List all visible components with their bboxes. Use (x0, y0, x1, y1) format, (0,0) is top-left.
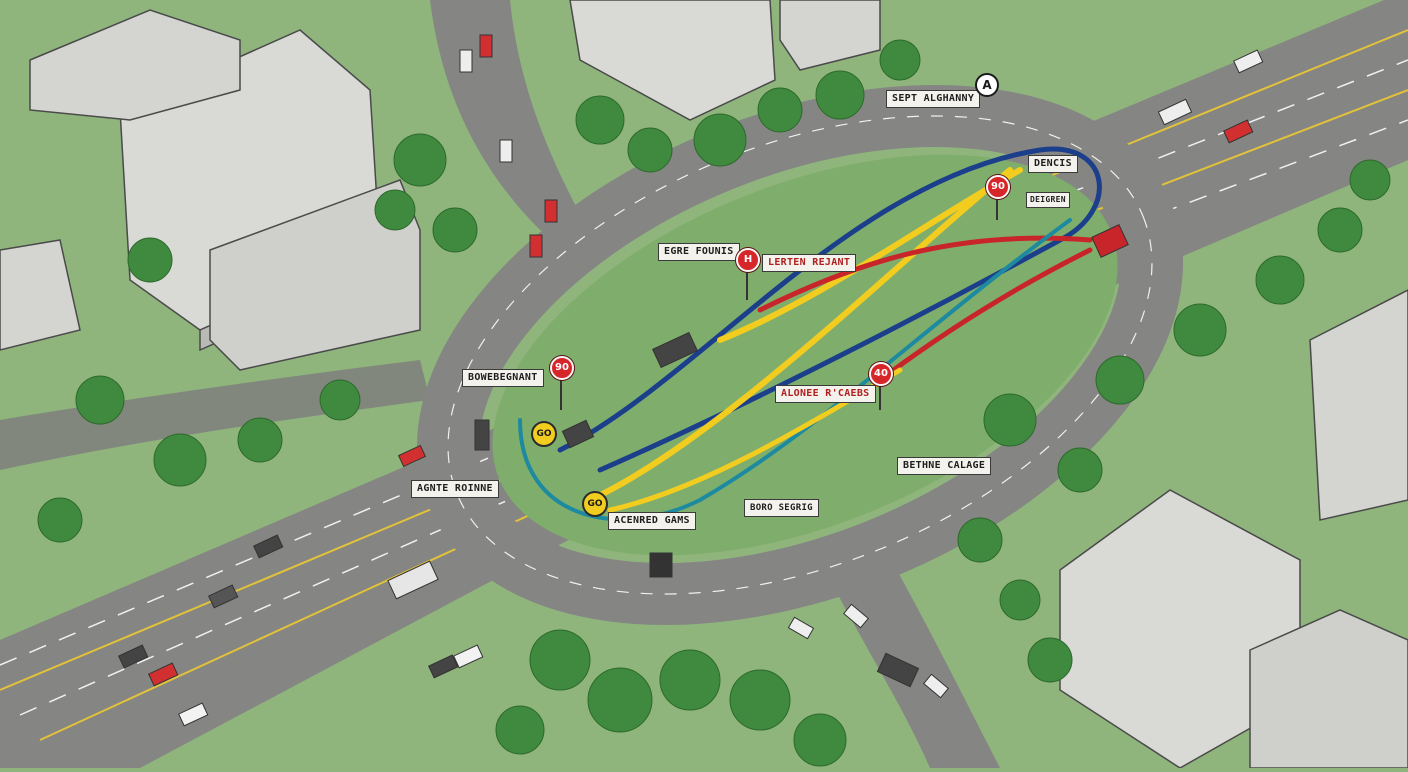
speed-limit-sign-top: 90 (986, 175, 1010, 199)
building-edge-right (1309, 289, 1408, 521)
a-marker-sign: A (975, 73, 999, 97)
label-right-top-1: DENCIS (1028, 155, 1078, 173)
building-small-left (0, 239, 81, 351)
sign-posts (560, 197, 998, 410)
road-west (0, 360, 430, 470)
vehicles (118, 34, 1264, 727)
label-left-mid: BOWEBEGNANT (462, 369, 544, 387)
tree-clusters (37, 39, 1391, 767)
building-block-topleft (29, 9, 241, 121)
road-southeast (820, 540, 1000, 768)
route-blue (557, 146, 1102, 473)
speed-limit-sign-left: 90 (550, 356, 574, 380)
yield-sign-lower: GO (582, 491, 608, 517)
label-right-top-2: DEIGREN (1026, 192, 1070, 208)
speed-limit-sign-right: 40 (869, 362, 893, 386)
label-left-low: AGNTE ROINNE (411, 480, 499, 498)
route-teal (518, 218, 1072, 522)
building-top-right (779, 0, 881, 71)
building-low-right (1249, 609, 1408, 769)
central-island (492, 154, 1118, 556)
building-lowrise-left (209, 179, 421, 371)
label-center-low-1: BORO SEGRIG (744, 499, 819, 517)
label-center-top: LERTEN REJANT (762, 254, 857, 272)
label-top-right: SEPT ALGHANNY (886, 90, 981, 108)
route-yellow (587, 167, 1023, 503)
building-top-center (569, 0, 776, 121)
label-center-mid: ALONEE R'CAEBS (775, 385, 876, 403)
route-red (757, 235, 1093, 383)
hospital-sign: H (736, 248, 760, 272)
yield-sign-upper: GO (531, 421, 557, 447)
label-top-left: EGRE FOUNIS (658, 243, 740, 261)
label-right-mid: BETHNE CALAGE (897, 457, 992, 475)
label-center-low-2: ACENRED GAMS (608, 512, 696, 530)
